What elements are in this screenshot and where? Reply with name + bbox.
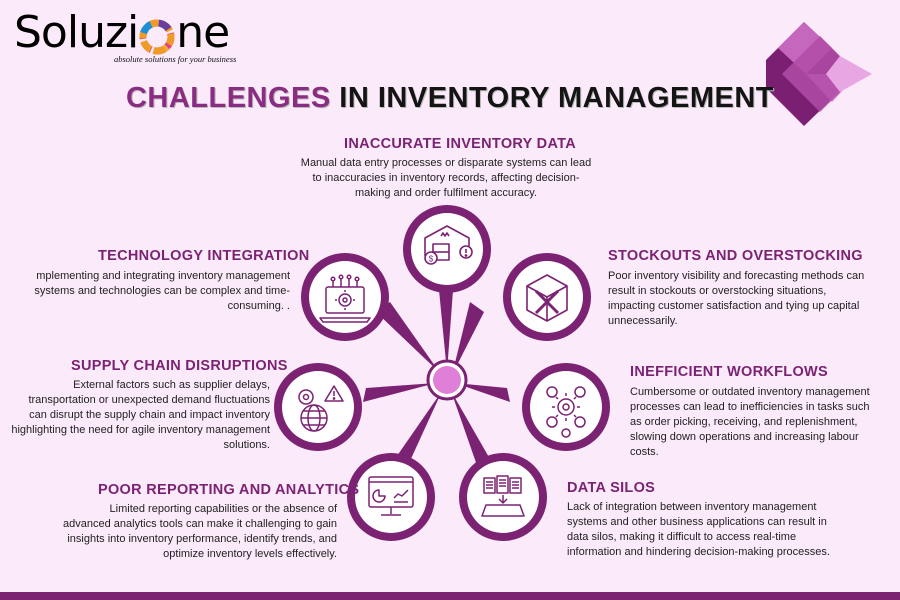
desc-reporting: Limited reporting capabilities or the ab… (63, 503, 337, 560)
heading-stockouts: STOCKOUTS AND OVERSTOCKING (608, 248, 863, 264)
documents-tray-icon (481, 475, 525, 517)
node-workflows (522, 363, 610, 451)
connector-spikes (363, 290, 510, 474)
app-logo-icon (766, 22, 872, 126)
node-inaccurate (403, 205, 491, 293)
heading-technology: TECHNOLOGY INTEGRATION (98, 248, 310, 264)
box-x-icon (526, 274, 568, 322)
heading-silos: DATA SILOS (567, 480, 656, 496)
heading-workflows: INEFFICIENT WORKFLOWS (630, 364, 828, 380)
node-reporting (347, 453, 435, 541)
heading-inaccurate: INACCURATE INVENTORY DATA (344, 136, 576, 152)
hub-center (433, 366, 461, 394)
title-accent: CHALLENGES (125, 82, 331, 114)
laptop-gear-icon (319, 274, 371, 323)
svg-text:$: $ (429, 255, 434, 264)
workflow-gear-icon (546, 386, 586, 438)
brand-name-prefix: Soluzi (14, 7, 139, 58)
logo-ring-icon (139, 19, 175, 55)
heading-supply: SUPPLY CHAIN DISRUPTIONS (71, 358, 288, 374)
desc-technology: mplementing and integrating inventory ma… (34, 270, 290, 312)
page-title: CHALLENGES IN INVENTORY MANAGEMENT (0, 82, 900, 115)
brand-logo: Soluzi ne absolute solutions for your bu… (14, 7, 254, 65)
analytics-monitor-icon (368, 476, 414, 516)
footer-bar (0, 592, 900, 600)
warehouse-icon: $ (424, 225, 473, 265)
desc-inaccurate: Manual data entry processes or disparate… (300, 157, 592, 199)
globe-warning-icon (298, 385, 344, 432)
brand-tagline: absolute solutions for your business (114, 54, 237, 64)
heading-reporting: POOR REPORTING AND ANALYTICS (98, 482, 360, 498)
title-rest: IN INVENTORY MANAGEMENT (330, 82, 775, 114)
desc-silos: Lack of integration between inventory ma… (567, 501, 830, 558)
brand-name-suffix: ne (176, 7, 230, 58)
desc-workflows: Cumbersome or outdated inventory managem… (630, 386, 870, 458)
desc-stockouts: Poor inventory visibility and forecastin… (608, 270, 865, 327)
node-technology (301, 253, 389, 341)
desc-supply: External factors such as supplier delays… (11, 379, 270, 451)
